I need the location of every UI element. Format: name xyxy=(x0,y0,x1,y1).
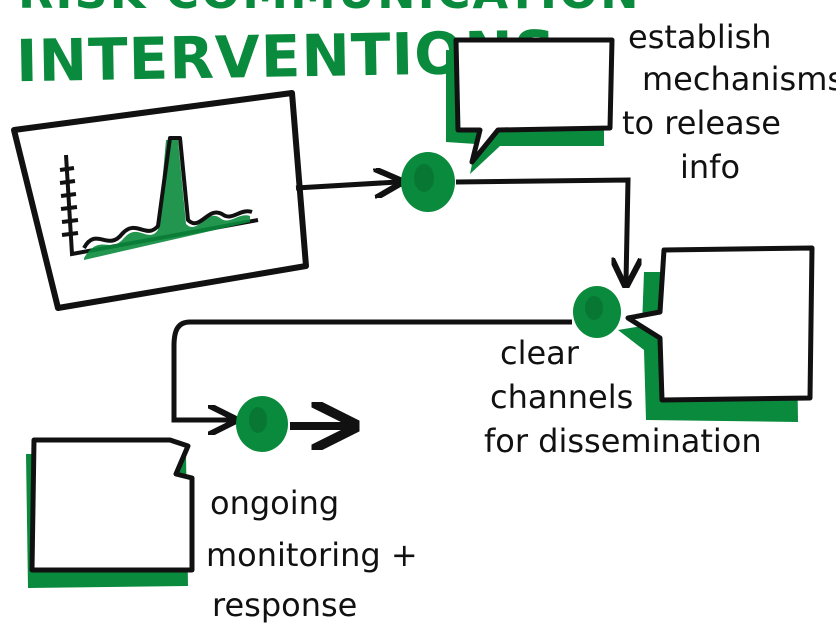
step-1-line-4: info xyxy=(680,148,740,186)
step-3-line-2: monitoring + xyxy=(206,536,418,574)
dot-node-icon xyxy=(573,286,621,338)
step-3-line-1: ongoing xyxy=(210,484,339,522)
arrow-icon xyxy=(295,182,398,188)
step-1-label: establish mechanisms to release info xyxy=(622,18,836,186)
title-top-partial: RISK COMMUNICATION xyxy=(18,0,641,19)
step-1-line-3: to release xyxy=(622,104,781,142)
step-3-line-3: response xyxy=(212,586,357,624)
step-2-line-2: channels xyxy=(490,378,633,416)
arrow-icon xyxy=(171,319,572,420)
speech-bubble-icon xyxy=(618,245,815,422)
step-3-label: ongoing monitoring + response xyxy=(206,484,418,624)
speech-bubble-icon xyxy=(446,37,615,174)
arrow-icon xyxy=(455,177,628,282)
spike-chart-icon xyxy=(11,90,309,311)
step-2-line-1: clear xyxy=(500,334,580,372)
step-2-line-3: for dissemination xyxy=(484,422,762,460)
dot-node-icon xyxy=(236,396,288,452)
speech-bubble-icon xyxy=(26,437,195,588)
step-1-line-2: mechanisms xyxy=(642,60,836,98)
step-2-label: clear channels for dissemination xyxy=(484,334,762,460)
step-1-line-1: establish xyxy=(628,18,772,56)
dot-node-icon xyxy=(401,152,455,212)
